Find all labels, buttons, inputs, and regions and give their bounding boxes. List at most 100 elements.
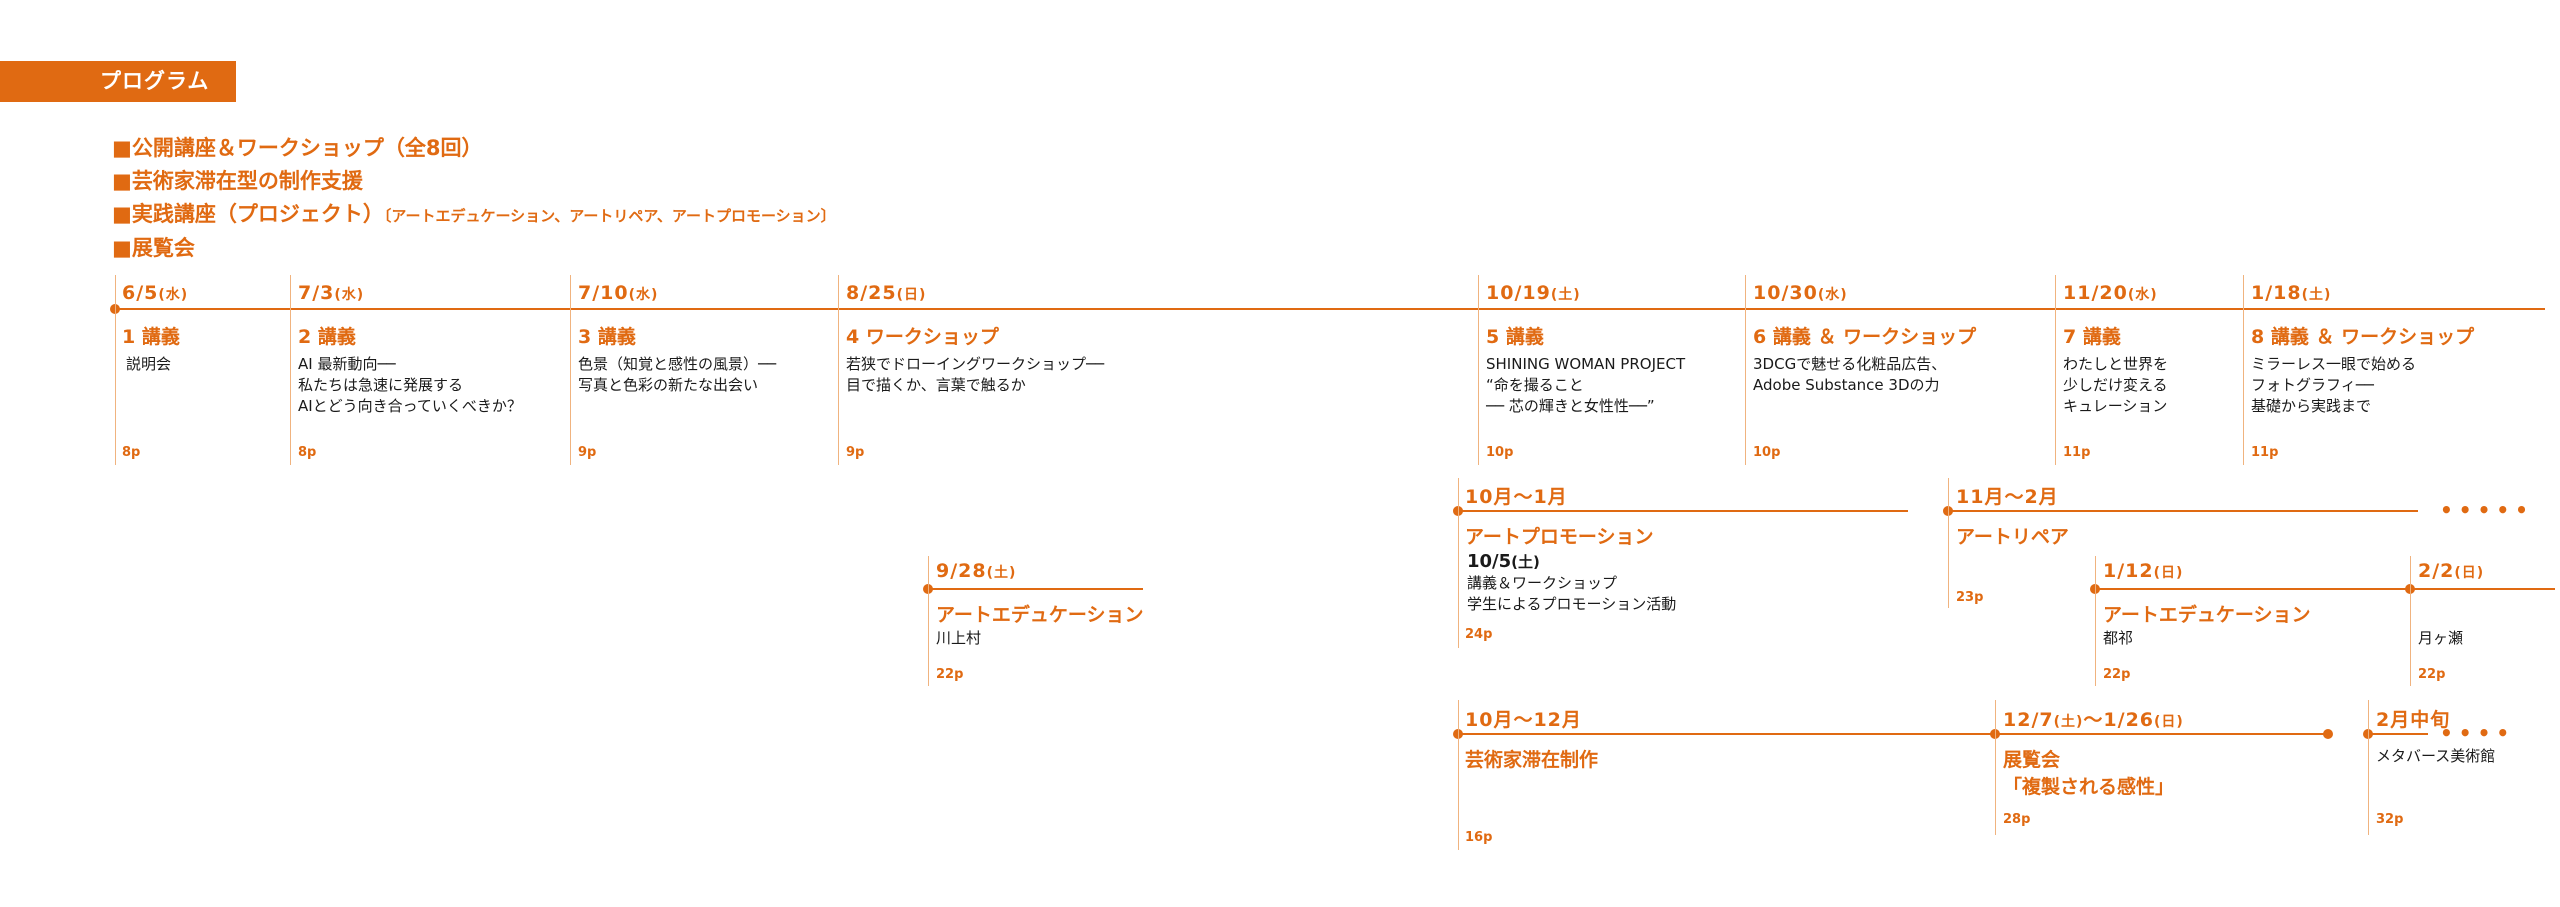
lecture-6-line-2: Adobe Substance 3Dの力 (1753, 376, 1940, 394)
lecture-2-line-1: AI 最新動向── (298, 355, 396, 373)
residency-page: 16p (1465, 830, 1493, 845)
lecture-7-date: 11/20(水) (2063, 282, 2158, 304)
lecture-3-page: 9p (578, 445, 597, 460)
promo-date: 10月〜1月 (1465, 486, 1568, 508)
promo-line-2: 学生によるプロモーション活動 (1467, 595, 1677, 613)
lecture-8-body: ミラーレス一眼で始める フォトグラフィ── 基礎から実践まで (2251, 354, 2416, 417)
lecture-2-rule (290, 275, 291, 465)
edu-tsuge-place: 都祁 (2103, 629, 2134, 647)
promo-line-1: 講義＆ワークショップ (1467, 574, 1618, 592)
lecture-6-body: 3DCGで魅せる化粧品広告、 Adobe Substance 3Dの力 (1753, 354, 1946, 396)
edu-tsukigase-page: 22p (2418, 667, 2446, 682)
exhibition-day-1: (土) (2053, 714, 2084, 730)
residency-title: 芸術家滞在制作 (1465, 749, 1599, 771)
promo-line (1458, 510, 1908, 512)
lecture-3-rule (570, 275, 571, 465)
metaverse-place: メタバース美術館 (2376, 747, 2496, 765)
lecture-2-body: AI 最新動向── 私たちは急速に発展する AIとどう向き合っていくべきか？ (298, 354, 522, 417)
lecture-2-date-text: 7/3 (298, 282, 335, 304)
lecture-7-day: (水) (2127, 287, 2158, 303)
edu-tsuge-page: 22p (2103, 667, 2131, 682)
category-practice-courses: ■実践講座（プロジェクト）〔アートエデュケーション、アートリペア、アートプロモー… (112, 198, 836, 228)
edu-tsuge-date: 1/12(日) (2103, 560, 2183, 582)
exhibition-date-2: 1/26 (2103, 709, 2155, 731)
promo-page: 24p (1465, 627, 1493, 642)
lecture-2-page: 8p (298, 445, 317, 460)
lecture-7-body: わたしと世界を 少しだけ変える キュレーション (2063, 354, 2168, 417)
promo-body: 10/5(土) 講義＆ワークショップ 学生によるプロモーション活動 (1467, 551, 1676, 615)
lecture-2-line-3: AIとどう向き合っていくべきか？ (298, 397, 522, 415)
lecture-8-line-2: フォトグラフィ── (2251, 376, 2374, 394)
repair-page: 23p (1956, 590, 1984, 605)
lecture-4-rule (838, 275, 839, 465)
lecture-4-number: 4 ワークショップ (846, 326, 999, 348)
repair-date: 11月〜2月 (1956, 486, 2059, 508)
metaverse-line (2368, 733, 2428, 735)
lecture-8-page: 11p (2251, 445, 2279, 460)
repair-line (1948, 510, 2418, 512)
edu-kawakami-line (928, 588, 1143, 590)
category-public-lectures: ■公開講座＆ワークショップ（全8回） (112, 136, 483, 160)
lecture-3-number: 3 講義 (578, 326, 636, 348)
promo-title: アートプロモーション (1465, 526, 1654, 548)
lecture-5-number: 5 講義 (1486, 326, 1544, 348)
lecture-1-day: (水) (158, 287, 189, 303)
promo-sub-date-text: 10/5 (1467, 551, 1512, 572)
program-header: プログラム (0, 61, 236, 102)
lecture-5-line-3: ── 芯の輝きと女性性──” (1486, 397, 1655, 415)
lecture-6-date: 10/30(水) (1753, 282, 1848, 304)
lecture-8-rule (2243, 275, 2244, 465)
lecture-5-line-2: “命を撮ること (1486, 376, 1584, 394)
lecture-1-page: 8p (122, 445, 141, 460)
lecture-1-body: 説明会 (126, 354, 171, 375)
edu-kawakami-day: (土) (986, 565, 1017, 581)
exhibition-end-dot (2323, 729, 2333, 739)
edu-tsukigase-date: 2/2(日) (2418, 560, 2484, 582)
edu-tsukigase-day: (日) (2454, 565, 2485, 581)
edu-tsukigase-place: 月ヶ瀬 (2418, 629, 2464, 647)
lecture-6-line-1: 3DCGで魅せる化粧品広告、 (1753, 355, 1947, 373)
residency-line (1458, 733, 2328, 735)
lecture-3-line-2: 写真と色彩の新たな出会い (578, 376, 759, 394)
residency-date: 10月〜12月 (1465, 709, 1582, 731)
lecture-7-line-3: キュレーション (2063, 397, 2168, 415)
lecture-2-line-2: 私たちは急速に発展する (298, 376, 464, 394)
lecture-3-day: (水) (628, 287, 659, 303)
edu-tsukigase-rule (2410, 556, 2411, 686)
category-exhibition: ■展覧会 (112, 236, 195, 260)
lecture-timeline-line (115, 308, 2545, 310)
lecture-8-line-3: 基礎から実践まで (2251, 397, 2372, 415)
lecture-8-day: (土) (2301, 287, 2332, 303)
edu-tsukigase-line (2410, 588, 2555, 590)
lecture-5-date: 10/19(土) (1486, 282, 1581, 304)
lecture-5-rule (1478, 275, 1479, 465)
lecture-1-date: 6/5(水) (122, 282, 188, 304)
lecture-7-line-2: 少しだけ変える (2063, 376, 2168, 394)
lecture-3-body: 色景（知覚と感性の風景）── 写真と色彩の新たな出会い (578, 354, 776, 396)
lecture-5-line-1: SHINING WOMAN PROJECT (1486, 355, 1686, 373)
exhibition-title: 展覧会 (2003, 749, 2061, 771)
lecture-6-page: 10p (1753, 445, 1781, 460)
edu-tsuge-day: (日) (2153, 565, 2184, 581)
residency-rule (1458, 700, 1459, 850)
lecture-5-page: 10p (1486, 445, 1514, 460)
lecture-6-number: 6 講義 ＆ ワークショップ (1753, 326, 1977, 348)
lecture-7-date-text: 11/20 (2063, 282, 2128, 304)
edu-kawakami-title: アートエデュケーション (936, 604, 1144, 626)
lecture-4-line-2: 目で描くか、言葉で触るか (846, 376, 1026, 394)
exhibition-page: 28p (2003, 812, 2031, 827)
lecture-7-page: 11p (2063, 445, 2091, 460)
lecture-3-date-text: 7/10 (578, 282, 629, 304)
promo-rule (1458, 478, 1459, 648)
lecture-2-date: 7/3(水) (298, 282, 364, 304)
edu-tsuge-title: アートエデュケーション (2103, 604, 2311, 626)
lecture-5-date-text: 10/19 (1486, 282, 1551, 304)
lecture-4-body: 若狭でドローイングワークショップ── 目で描くか、言葉で触るか (846, 354, 1104, 396)
category-artist-residency: ■芸術家滞在型の制作支援 (112, 169, 363, 193)
lecture-3-line-1: 色景（知覚と感性の風景）── (578, 355, 777, 373)
repair-continuation-dots: ••••• (2440, 498, 2534, 522)
edu-tsuge-date-text: 1/12 (2103, 560, 2154, 582)
exhibition-date-1: 12/7 (2003, 709, 2054, 731)
lecture-5-day: (土) (1550, 287, 1581, 303)
edu-kawakami-page: 22p (936, 667, 964, 682)
